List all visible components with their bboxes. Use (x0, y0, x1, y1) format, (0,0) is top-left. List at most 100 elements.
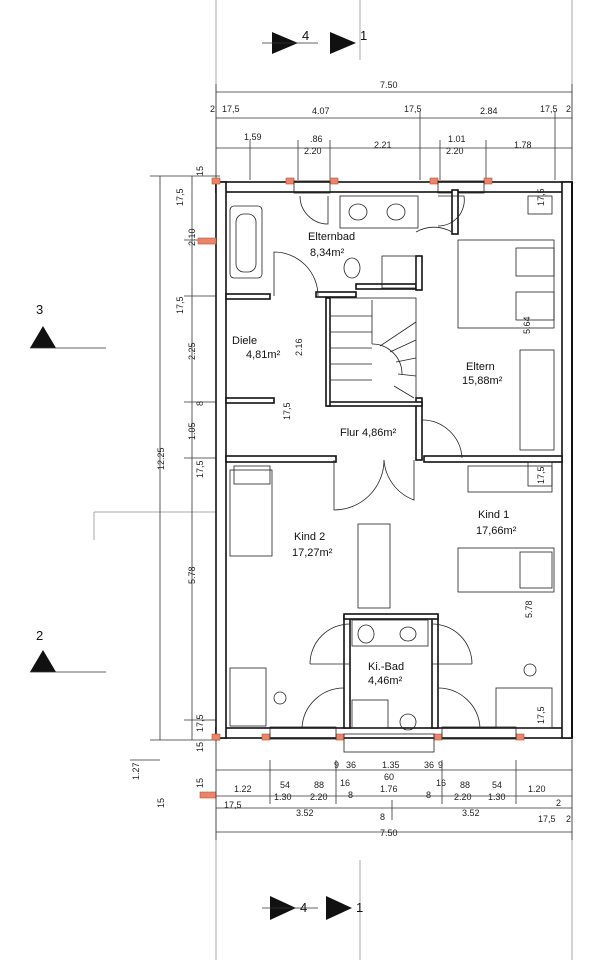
section-marker-bottom: 4 1 (262, 896, 363, 920)
room-eltern-area: 15,88m² (462, 375, 503, 387)
dim-label: 1.78 (514, 140, 532, 150)
dim-label: 36 (346, 760, 356, 770)
dim-label: 9 (334, 760, 339, 770)
room-kind1-name: Kind 1 (478, 509, 509, 521)
dim-label: 17,5 (222, 104, 240, 114)
dim-label: 2.20 (446, 146, 464, 156)
marker-label: 2 (36, 628, 43, 643)
dim-label: 12.25 (156, 447, 166, 470)
dim-label: 2.16 (294, 338, 304, 356)
staircase (329, 297, 417, 403)
dim-label: 1.22 (234, 784, 252, 794)
dim-label: 5.78 (187, 566, 197, 584)
dim-label: 16 (340, 778, 350, 788)
room-diele-name: Diele (232, 335, 257, 347)
dim-label: 17,5 (536, 188, 546, 206)
windows (269, 180, 517, 753)
section-marker-top: 4 1 (262, 28, 367, 54)
dim-label: 2.20 (304, 146, 322, 156)
dim-label: 17,5 (175, 296, 185, 314)
dim-label: 15 (195, 778, 205, 788)
dim-label: 54 (492, 780, 502, 790)
dim-label: 1.27 (131, 762, 141, 780)
section-marker-left-lower: 2 (30, 628, 106, 673)
marker-label: 3 (36, 302, 43, 317)
dim-label: 88 (314, 780, 324, 790)
dim-label: 3.52 (296, 808, 314, 818)
marker-label: 4 (300, 900, 307, 915)
dim-label: 2.20 (310, 792, 328, 802)
dim-label: 54 (280, 780, 290, 790)
dim-label: 17,5 (536, 466, 546, 484)
dim-label: 15 (195, 742, 205, 752)
dim-label: 17,5 (175, 188, 185, 206)
dim-label: 17,5 (195, 460, 205, 478)
dim-label: 9 (438, 760, 443, 770)
furniture (229, 195, 555, 731)
dim-label: 8 (426, 790, 431, 800)
window-marks (197, 177, 525, 799)
dim-label: 1.59 (244, 132, 262, 142)
dim-label: 16 (436, 778, 446, 788)
dim-label: 2.21 (374, 140, 392, 150)
dim-label: 17,5 (195, 714, 205, 732)
dim-label: 2 (566, 104, 571, 114)
dim-label: 4.07 (312, 106, 330, 116)
dim-label: .86 (310, 134, 323, 144)
dim-label: 2.10 (187, 228, 197, 246)
room-kibad-name: Ki.-Bad (368, 661, 404, 673)
dim-label: 1.30 (274, 792, 292, 802)
room-diele-area: 4,81m² (246, 349, 281, 361)
dim-label: 1.35 (382, 760, 400, 770)
marker-label: 1 (356, 900, 363, 915)
room-eltern-name: Eltern (466, 361, 495, 373)
room-kind2-name: Kind 2 (294, 531, 325, 543)
interior-walls (225, 189, 563, 729)
dim-label: 5.64 (522, 316, 532, 334)
dim-label: 2 (210, 104, 215, 114)
dim-label: 36 (424, 760, 434, 770)
section-marker-left-upper: 3 (30, 302, 106, 349)
dim-label: 17,5 (404, 104, 422, 114)
room-kind1-area: 17,66m² (476, 525, 517, 537)
dim-label: 17,5 (282, 402, 292, 420)
dim-label: 1.76 (380, 784, 398, 794)
dim-label: 1.30 (488, 792, 506, 802)
dimension-lines-bottom (215, 740, 573, 840)
room-kibad-area: 4,46m² (368, 675, 403, 687)
dim-label: 15 (156, 798, 166, 808)
room-elternbad-area: 8,34m² (310, 247, 345, 259)
dim-label: 17,5 (538, 814, 556, 824)
dim-label: 2.20 (454, 792, 472, 802)
room-flur-name: Flur 4,86m² (340, 427, 397, 439)
dim-overall-top: 7.50 (380, 80, 398, 90)
dim-label: 8 (195, 401, 205, 406)
dim-label: 2 (566, 814, 571, 824)
room-elternbad-name: Elternbad (308, 231, 355, 243)
dim-label: 2.25 (187, 342, 197, 360)
dim-label: 1.20 (528, 784, 546, 794)
dim-label: 1.01 (448, 134, 466, 144)
doors (273, 195, 481, 729)
dim-label: 17,5 (536, 706, 546, 724)
dim-label: 3.52 (462, 808, 480, 818)
dim-overall-bottom: 7.50 (380, 828, 398, 838)
dim-label: 60 (384, 772, 394, 782)
dim-label: 8 (348, 790, 353, 800)
dim-label: 15 (195, 166, 205, 176)
marker-label: 1 (360, 28, 367, 43)
outer-walls (215, 181, 573, 739)
dim-label: 2 (556, 798, 561, 808)
dimension-lines-left (130, 175, 220, 761)
dim-label: 88 (460, 780, 470, 790)
dim-label: 5.78 (524, 600, 534, 618)
dim-label: 2.84 (480, 106, 498, 116)
dim-label: 1.05 (187, 422, 197, 440)
room-kind2-area: 17,27m² (292, 547, 333, 559)
dim-label: 8 (380, 812, 385, 822)
marker-label: 4 (302, 28, 309, 43)
dimension-lines-top (215, 84, 573, 180)
dim-label: 17,5 (540, 104, 558, 114)
dim-label: 17,5 (224, 800, 242, 810)
